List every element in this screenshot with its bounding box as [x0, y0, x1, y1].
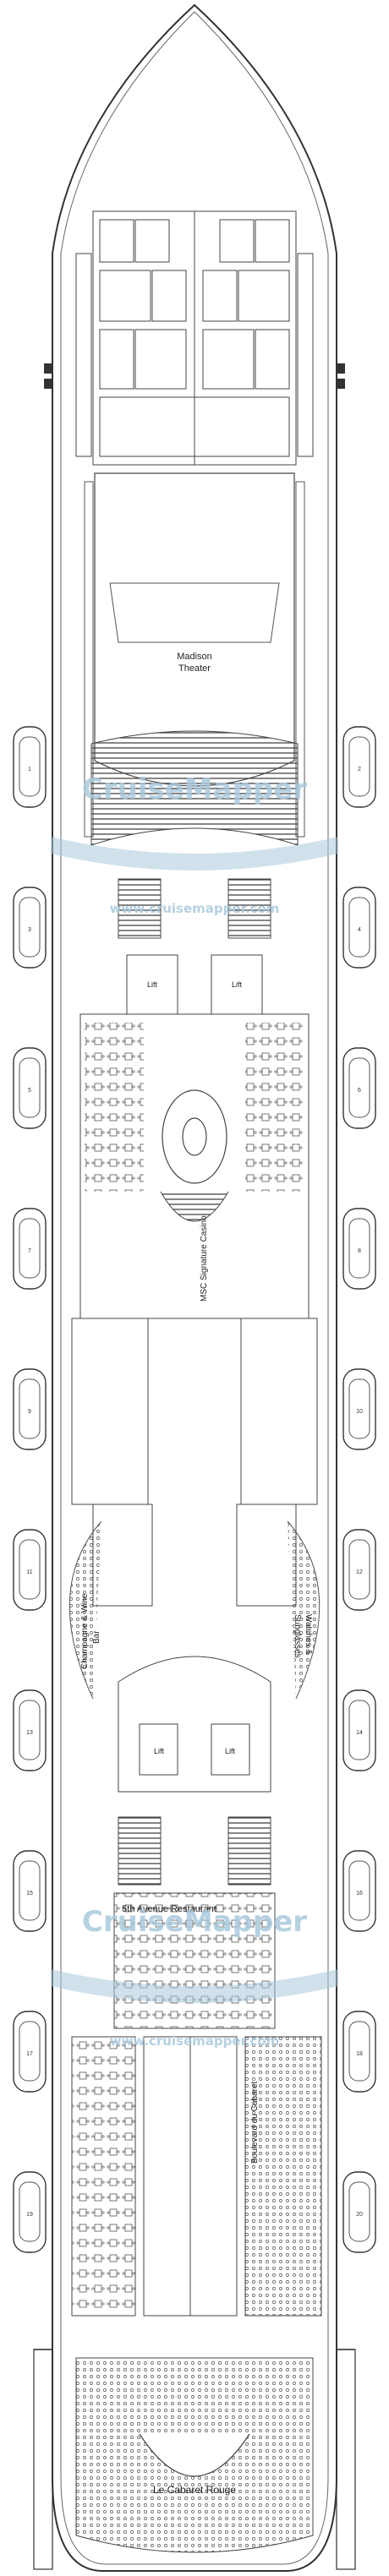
starboard-lifeboat-9: 18 — [342, 2011, 376, 2093]
casino-area: MSC Signature Casino — [79, 1013, 310, 1319]
port-lifeboat-number: 13 — [26, 1730, 33, 1736]
port-lifeboat-5: 9 — [13, 1368, 47, 1450]
port-lifeboat-number: 11 — [26, 1569, 32, 1575]
bow-cabins — [75, 210, 314, 466]
starboard-lifeboat-number: 12 — [356, 1569, 363, 1575]
watermark-url: www.cruisemapper.com — [110, 901, 280, 916]
cabaret-rouge: Le Cabaret Rouge — [75, 2357, 314, 2553]
port-lifeboat-number: 1 — [28, 767, 31, 772]
starboard-lifeboat-8: 16 — [342, 1850, 376, 1932]
champagne-bar-label: Champagne & Wine — [80, 1593, 90, 1669]
lift-label-mid-left: Lift — [154, 1747, 165, 1755]
starboard-lifeboat-2: 4 — [342, 887, 376, 969]
bow-thrusters — [44, 363, 345, 389]
port-lifeboat-number: 19 — [26, 2212, 33, 2218]
starboard-lifeboat-10: 20 — [342, 2171, 376, 2253]
madison-theater: Madison Theater — [84, 472, 305, 846]
starboard-lifeboat-number: 18 — [356, 2051, 363, 2057]
port-lifeboat-number: 7 — [28, 1248, 31, 1254]
starboard-lifeboat-1: 2 — [342, 726, 376, 808]
theater-word: Theater — [178, 663, 211, 674]
lift-label-fore-left: Lift — [147, 980, 158, 989]
starboard-lifeboat-number: 8 — [358, 1248, 361, 1254]
champagne-bar-label-2: Bar — [92, 1630, 101, 1644]
port-lifeboat-number: 17 — [26, 2051, 33, 2057]
lift-label-mid-right: Lift — [225, 1747, 236, 1755]
fore-lift-lobby: Lift Lift — [118, 878, 271, 1015]
starboard-lifeboat-number: 4 — [358, 927, 361, 933]
port-lifeboat-3: 5 — [13, 1047, 47, 1129]
port-lifeboat-2: 3 — [13, 887, 47, 969]
starboard-lifeboat-number: 6 — [358, 1088, 361, 1094]
watermark-logo: CruiseMapper — [82, 772, 307, 806]
port-lifeboat-number: 5 — [28, 1088, 31, 1094]
starboard-lifeboat-number: 14 — [356, 1730, 363, 1736]
mid-lift-lobby: Lift Lift — [118, 1656, 271, 1886]
port-lifeboat-number: 3 — [28, 927, 31, 933]
port-lifeboat-8: 15 — [13, 1850, 47, 1932]
starboard-lifeboat-number: 2 — [358, 767, 361, 772]
theater-name: Madison — [177, 652, 212, 662]
fifth-avenue-restaurant: 5th Avenue Restaurant — [113, 1892, 276, 2029]
boulevard: Boulevard du Cabaret — [250, 2081, 260, 2164]
starboard-lifeboat-number: 16 — [356, 1891, 363, 1897]
port-lifeboat-number: 9 — [28, 1409, 31, 1415]
starboard-lifeboat-7: 14 — [342, 1689, 376, 1771]
starboard-lifeboat-5: 10 — [342, 1368, 376, 1450]
starboard-lifeboat-number: 10 — [356, 1409, 363, 1415]
port-lifeboat-number: 15 — [26, 1891, 33, 1897]
starboard-lifeboat-6: 12 — [342, 1529, 376, 1611]
watermark-logo-2: CruiseMapper — [82, 1905, 307, 1939]
port-lifeboat-6: 11 — [13, 1529, 47, 1611]
watermark-url-2: www.cruisemapper.com — [110, 2033, 280, 2049]
restaurant-label: 5th Avenue Restaurant — [122, 1904, 216, 1914]
watermark: CruiseMapper www.cruisemapper.com Cruise… — [51, 772, 338, 2049]
midship-rooms — [68, 1318, 321, 1700]
aft-rooms — [71, 2036, 322, 2317]
watches-label: Watches & — [304, 1614, 313, 1655]
shop-labels: Champagne & Wine Bar Watches & Sunglasse… — [80, 1593, 313, 1669]
port-lifeboat-4: 7 — [13, 1208, 47, 1290]
port-lifeboat-10: 19 — [13, 2171, 47, 2253]
starboard-lifeboat-4: 8 — [342, 1208, 376, 1290]
boulevard-label: Boulevard du Cabaret — [250, 2081, 260, 2164]
port-lifeboat-9: 17 — [13, 2011, 47, 2093]
sunglasses-label: Sunglasses — [293, 1614, 302, 1658]
casino-label: MSC Signature Casino — [200, 1215, 209, 1302]
cabaret-label: Le Cabaret Rouge — [153, 2484, 236, 2496]
port-lifeboat-7: 13 — [13, 1689, 47, 1771]
starboard-lifeboat-number: 20 — [356, 2212, 363, 2218]
lift-label-fore-right: Lift — [232, 980, 243, 989]
starboard-lifeboat-3: 6 — [342, 1047, 376, 1129]
port-lifeboat-1: 1 — [13, 726, 47, 808]
